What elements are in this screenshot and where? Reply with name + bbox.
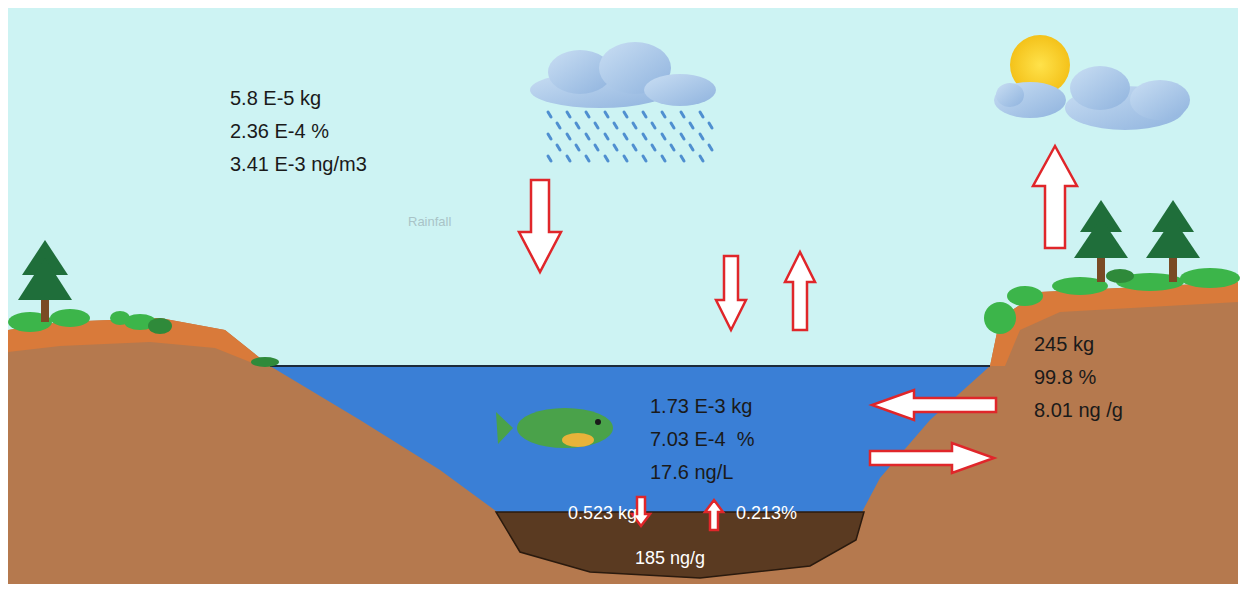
ground [8,282,1238,584]
value-text: 2.36 E-4 % [230,115,367,148]
value-text: 8.01 ng /g [1034,394,1123,427]
value-text: 185 ng/g [635,547,705,569]
topsoil-right [990,282,1238,366]
value-text: 245 kg [1034,328,1123,361]
value-text: 5.8 E-5 kg [230,82,367,115]
value-text: 99.8 % [1034,361,1123,394]
arrow-shape [716,256,746,330]
flux-arrow [519,180,561,272]
arrow-shape [705,500,723,530]
value-text: 17.6 ng/L [650,456,755,489]
arrow-shape [872,390,996,420]
arrow-shape [870,443,994,473]
arrow-shape [1033,146,1077,248]
flux-arrow [870,443,994,473]
rain-cloud [530,42,716,108]
flux-arrow [1033,146,1077,248]
watermark-label: Rainfall [408,214,451,229]
fish [496,408,613,448]
value-text: 3.41 E-3 ng/m3 [230,148,367,181]
sediment-compartment: 0.523 kg 0.213% 185 ng/g [500,496,860,576]
value-text: 1.73 E-3 kg [650,390,755,423]
value-text: 7.03 E-4 % [650,423,755,456]
trees [18,200,1200,322]
sun-clouds [994,66,1190,130]
water-body [270,366,990,514]
sky [8,8,1238,584]
sediment-layer [496,512,864,578]
grass [8,268,1240,334]
water-surface [270,365,990,367]
soil-compartment: 245 kg99.8 %8.01 ng /g [1034,328,1123,427]
flux-arrow [872,390,996,420]
bushes [148,269,1134,367]
air-compartment: 5.8 E-5 kg2.36 E-4 %3.41 E-3 ng/m3 [230,82,367,181]
flux-arrow [716,256,746,330]
value-text: 0.523 kg [568,502,637,524]
flux-arrow [785,252,815,330]
value-text: 0.213% [736,502,797,524]
water-compartment: 1.73 E-3 kg7.03 E-4 %17.6 ng/L [650,390,755,489]
rain-drops [548,112,712,161]
flux-arrow [705,500,723,530]
arrow-shape [519,180,561,272]
arrow-shape [785,252,815,330]
